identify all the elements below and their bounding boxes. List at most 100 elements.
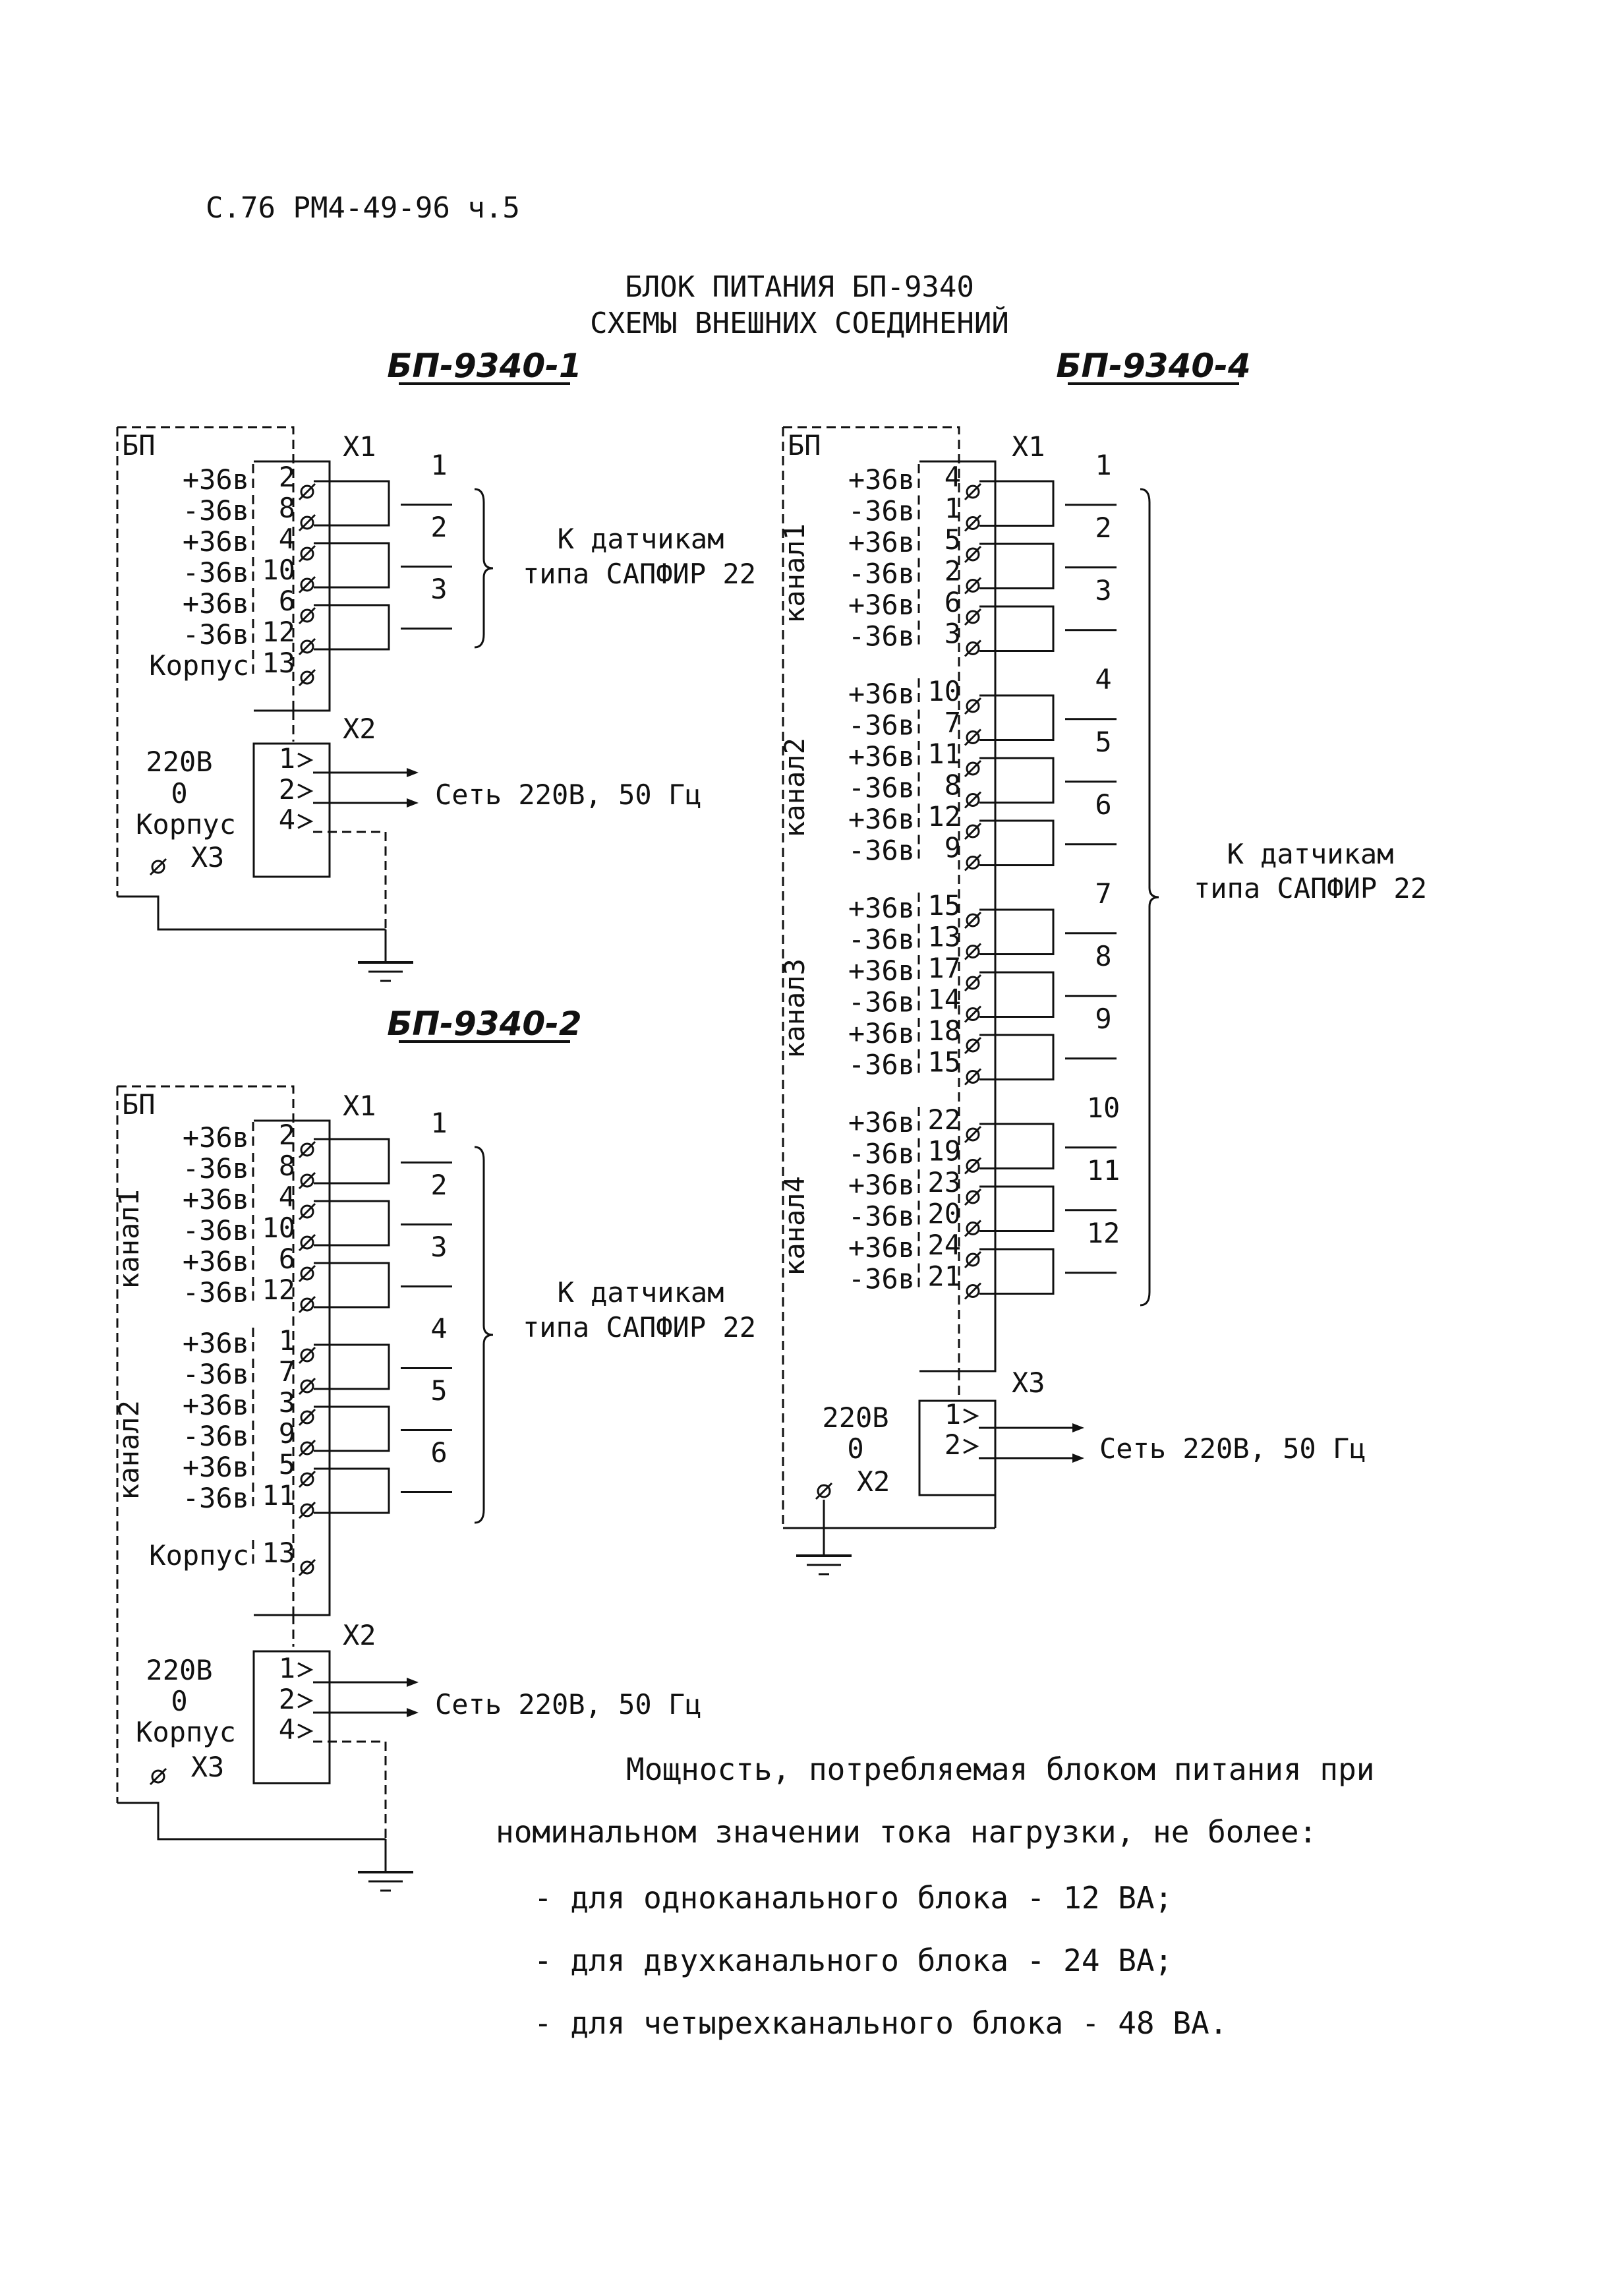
d4-x3-chevron-0 [963, 1408, 979, 1424]
title-line-2: СХЕМЫ ВНЕШНИХ СОЕДИНЕНИЙ [590, 305, 1009, 340]
d4-row-15-label: -36в [848, 986, 915, 1018]
d1-row-0-label: +36в [183, 463, 249, 496]
d4-row-18-label: +36в [848, 1106, 915, 1138]
d1-row-6-terminal-slash [298, 668, 316, 687]
d2-output-3: 4 [430, 1312, 447, 1345]
d4-jumper-3 [979, 694, 1055, 741]
d4-row-6-pin: 10 [927, 675, 961, 707]
d4-channel-4: канал4 [778, 1176, 811, 1276]
d1-row-1-terminal-slash [298, 514, 316, 532]
d1-zero: 0 [171, 777, 187, 809]
d1-row-0-terminal-slash [298, 483, 316, 501]
d4-row-9-terminal-slash [964, 791, 982, 809]
d4-row-10-pin: 12 [927, 800, 961, 833]
d2-jumper-4 [314, 1405, 390, 1452]
d4-row-12-terminal [966, 913, 980, 927]
d2-jumper-2 [314, 1262, 390, 1309]
d4-row-5-label: -36в [848, 620, 915, 653]
d1-row-1-pin: 8 [279, 492, 295, 524]
d1-brace [474, 488, 494, 649]
d1-row-2-label: +36в [183, 525, 249, 558]
d1-output-1: 2 [430, 511, 447, 543]
note-item-3: - для четырехканального блока - 48 ВА. [534, 2005, 1227, 2041]
d4-row-1-pin: 1 [945, 492, 961, 525]
note-item-2: - для двухканального блока - 24 ВА; [534, 1943, 1173, 1978]
d4-row-0-label: +36в [848, 463, 915, 496]
d2-output-4: 5 [430, 1374, 447, 1407]
d4-output-3: 4 [1095, 663, 1111, 695]
note-line-1: Мощность, потребляемая блоком питания пр… [626, 1751, 1374, 1787]
d4-row-17-terminal-slash [964, 1068, 982, 1086]
d4-row-8-label: +36в [848, 740, 915, 773]
d4-row-16-terminal-slash [964, 1036, 982, 1055]
d2-row-5-terminal [300, 1297, 314, 1312]
d1-row-6-pin: 13 [262, 647, 295, 679]
d1-x2-pin-1: 2 [279, 773, 295, 806]
d4-row-8-pin: 11 [927, 738, 961, 770]
d1-x2-block [252, 742, 331, 878]
d2-row-12-terminal [300, 1560, 314, 1575]
d2-row-8-label: +36в [183, 1389, 249, 1421]
d1-row-2-pin: 4 [279, 523, 295, 555]
d4-net-label: Сеть 220В, 50 Гц [1099, 1432, 1366, 1465]
d2-row-0-terminal [300, 1142, 314, 1157]
d4-row-9-terminal [966, 793, 980, 807]
d4-row-3-terminal [966, 579, 980, 593]
d2-row-12-pin: 13 [262, 1537, 295, 1569]
d4-row-10-terminal-slash [964, 822, 982, 840]
d2-sensors-2: типа САПФИР 22 [523, 1311, 756, 1343]
d4-row-21-terminal [966, 1222, 980, 1235]
d4-row-18-pin: 22 [927, 1104, 961, 1136]
d1-jumper-2 [314, 604, 390, 651]
d4-row-18-terminal-slash [964, 1125, 982, 1144]
d1-row-0-pin: 2 [279, 461, 295, 493]
d1-korpus-wire [313, 831, 387, 929]
d2-row-3-terminal [300, 1235, 314, 1250]
d2-row-0-pin: 2 [279, 1119, 295, 1151]
d2-row-4-terminal-slash [298, 1264, 316, 1283]
d4-sensors-1: К датчикам [1227, 838, 1394, 870]
d4-jumper-9 [979, 1123, 1055, 1169]
d4-row-6-terminal-slash [964, 697, 982, 715]
d2-x2-pin-2: 4 [279, 1713, 295, 1746]
d2-x3-ground [151, 1769, 165, 1784]
d4-row-11-terminal-slash [964, 854, 982, 871]
d1-row-3-terminal [300, 577, 314, 592]
d2-zero: 0 [171, 1685, 187, 1717]
d4-row-3-pin: 2 [945, 555, 961, 587]
d4-row-20-terminal-slash [964, 1188, 982, 1206]
d2-row-2-label: +36в [183, 1183, 249, 1216]
d1-v220: 220В [146, 746, 212, 778]
d4-row-22-label: +36в [848, 1231, 915, 1264]
d2-row-8-pin: 3 [279, 1386, 295, 1419]
d4-x3-pin-1: 2 [945, 1428, 961, 1461]
d4-row-14-terminal [966, 976, 980, 990]
d4-row-13-terminal-slash [964, 943, 982, 960]
d4-output-11: 12 [1087, 1217, 1120, 1249]
d2-row-3-terminal-slash [298, 1233, 316, 1252]
diagram-4-title: БП-9340-4 [1056, 347, 1250, 385]
d4-row-4-terminal-slash [964, 608, 982, 626]
d2-row-11-terminal [300, 1503, 314, 1517]
d4-x3-label: X3 [1012, 1367, 1045, 1399]
d1-net-arrow-2-head [407, 798, 419, 808]
d4-jumper-5 [979, 819, 1055, 866]
d2-row-5-pin: 12 [262, 1274, 295, 1306]
d2-x2-chevron-2 [297, 1723, 314, 1739]
d1-row-4-terminal [300, 608, 314, 623]
d1-bp-frame-top [117, 426, 295, 711]
d2-brace [474, 1146, 494, 1524]
d1-x3-ground-slash [149, 858, 167, 876]
d4-jumper-7 [979, 971, 1055, 1018]
d1-row-2-terminal [300, 546, 314, 561]
d4-jumper-2 [979, 605, 1055, 652]
d4-channel-1: канал1 [778, 523, 811, 624]
d4-row-1-label: -36в [848, 495, 915, 527]
d1-row-4-terminal-slash [298, 606, 316, 625]
d1-row-1-label: -36в [183, 494, 249, 527]
d4-output-10: 11 [1087, 1154, 1120, 1187]
d4-output-4: 5 [1095, 726, 1111, 758]
d4-output-1: 2 [1095, 512, 1111, 544]
d1-row-5-terminal [300, 639, 314, 654]
